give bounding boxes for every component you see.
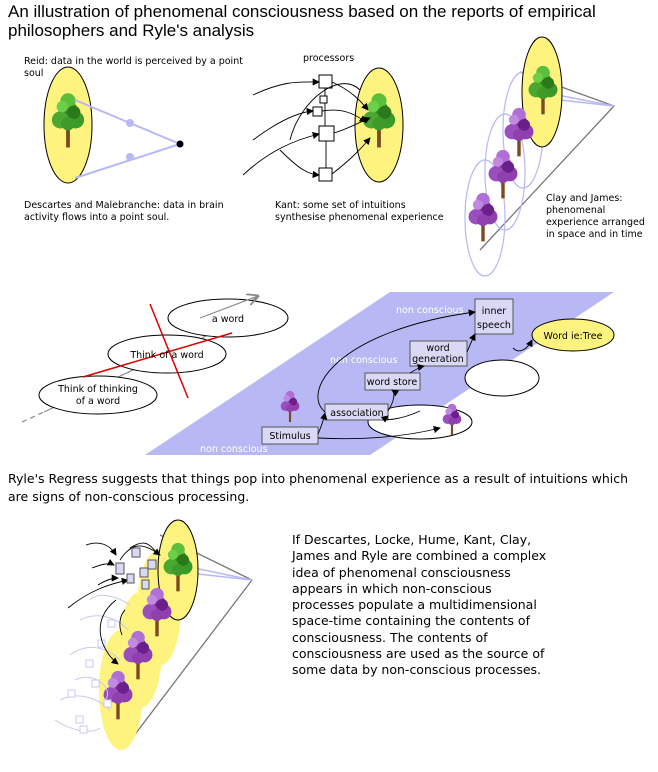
node-dot <box>126 119 134 127</box>
caption-kant: Kant: some set of intuitions synthesise … <box>275 200 444 223</box>
regress-bubble <box>167 298 289 338</box>
processor-box <box>312 106 323 117</box>
processor-box <box>131 547 141 558</box>
processor-box <box>126 573 135 584</box>
processor-box <box>139 567 149 578</box>
bubble-label: Think of a word <box>129 350 203 361</box>
tree-icon-purple <box>468 192 498 242</box>
combined-panel <box>54 519 253 750</box>
empty-bubble <box>367 404 473 440</box>
box-label: association <box>330 408 383 419</box>
box-stimulus <box>261 426 319 445</box>
page-title: An illustration of phenomenal consciousn… <box>8 2 596 40</box>
box-word-generation <box>409 340 468 367</box>
output-bubble <box>531 318 615 352</box>
bubble-label-line2: of a word <box>76 396 120 407</box>
clay-james-panel <box>464 36 616 277</box>
box-label: generation <box>412 354 464 365</box>
box-label: speech <box>477 320 511 331</box>
processor-box <box>319 95 328 104</box>
nonconscious-label: non conscious <box>200 444 268 455</box>
box-inner-speech <box>474 298 514 335</box>
caption-descartes: Descartes and Malebranche: data in brain… <box>24 200 224 223</box>
caption-clay-james: Clay and James: phenomenal experience ar… <box>546 193 645 240</box>
regress-bubble <box>107 334 227 374</box>
box-label: word <box>426 343 449 354</box>
bubble-label: a word <box>212 314 244 325</box>
flow-panel: non conscious non conscious non consciou… <box>145 292 615 455</box>
processor-box <box>147 559 157 570</box>
output-label: Word ie:Tree <box>544 331 603 342</box>
regress-bubble <box>38 375 158 415</box>
kant-panel <box>242 67 404 183</box>
cross-line <box>82 332 233 378</box>
processor-box <box>318 74 333 89</box>
nonconscious-label: non conscious <box>396 305 464 316</box>
regress-panel: a word Think of a word Think of thinking… <box>21 296 289 423</box>
label-processors: processors <box>303 53 355 64</box>
processor-box <box>318 167 333 182</box>
processor-box <box>141 579 150 590</box>
processor-box <box>318 125 335 142</box>
ray-line <box>74 143 181 179</box>
time-slice-ellipse <box>484 113 526 231</box>
nonconscious-label: non conscious <box>330 355 398 366</box>
tree-icon-purple <box>488 149 518 199</box>
point-soul-dot <box>176 140 184 148</box>
caption-reid: Reid: data in the world is perceived by … <box>24 56 243 79</box>
bubble-label-line1: Think of thinking <box>57 384 138 395</box>
ryle-paragraph: Ryle's Regress suggests that things pop … <box>8 471 629 504</box>
reid-panel <box>43 66 184 184</box>
box-label: inner <box>482 306 507 317</box>
box-label: Stimulus <box>269 431 310 442</box>
combined-paragraph: If Descartes, Locke, Hume, Kant, Clay, J… <box>292 532 547 678</box>
processor-box <box>115 562 125 575</box>
empty-bubble <box>464 359 540 397</box>
box-label: word store <box>367 377 418 388</box>
node-dot <box>126 153 134 161</box>
